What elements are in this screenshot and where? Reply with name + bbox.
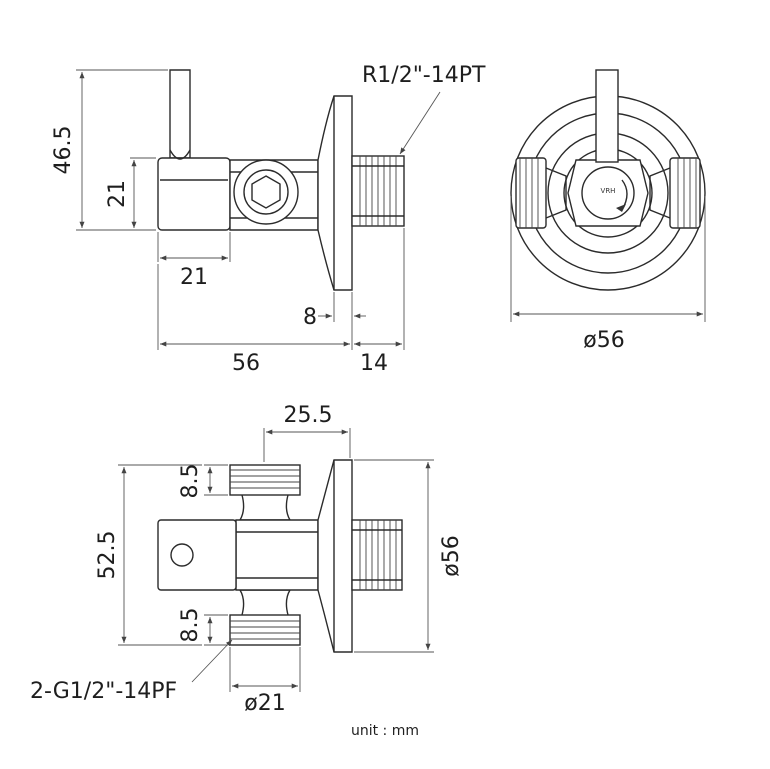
valve-body bbox=[157, 157, 231, 231]
right-outlet bbox=[669, 157, 701, 229]
front-handle bbox=[595, 69, 619, 163]
handle-stem bbox=[169, 69, 191, 159]
handle-hole bbox=[170, 543, 194, 567]
dim-body-height-label: 21 bbox=[105, 180, 130, 208]
left-outlet bbox=[515, 157, 547, 229]
bottom-outlet-thread bbox=[229, 614, 301, 646]
dim-outlet-diameter-label: ø21 bbox=[244, 691, 285, 716]
outlet-callout: 2-G1/2"-14PF bbox=[30, 679, 177, 704]
dim-body-width-label: 21 bbox=[180, 265, 208, 290]
dim-height-label: 46.5 bbox=[51, 126, 76, 175]
dim-thread-length-label: 14 bbox=[360, 351, 388, 376]
brand-logo: VRH bbox=[601, 187, 616, 195]
outlet-hex bbox=[251, 175, 281, 209]
dim-outlet-bottom-label: 8.5 bbox=[178, 608, 203, 643]
wall-flange bbox=[317, 95, 353, 291]
top-center-body bbox=[235, 519, 319, 591]
top-flange bbox=[317, 459, 353, 653]
top-flange-diameter-label: ø56 bbox=[439, 535, 464, 576]
dim-overall-label: 52.5 bbox=[95, 531, 120, 580]
top-view: 25.5 8.5 8.5 52.5 ø56 ø21 2-G1/2"-14PF bbox=[30, 403, 464, 716]
top-handle-block bbox=[157, 519, 237, 591]
front-diameter-label: ø56 bbox=[583, 328, 624, 353]
side-view: 46.5 21 21 8 56 14 R1/2"-14PT bbox=[51, 63, 486, 376]
top-outlet-thread bbox=[229, 464, 301, 496]
dim-outlet-spacing-label: 25.5 bbox=[284, 403, 333, 428]
dim-outlet-top-label: 8.5 bbox=[178, 464, 203, 499]
front-view: VRH ø56 bbox=[510, 69, 706, 353]
thread-callout: R1/2"-14PT bbox=[362, 63, 486, 88]
dim-total-length-label: 56 bbox=[232, 351, 260, 376]
unit-note: unit : mm bbox=[351, 723, 419, 739]
dim-flange-offset-label: 8 bbox=[303, 305, 317, 330]
